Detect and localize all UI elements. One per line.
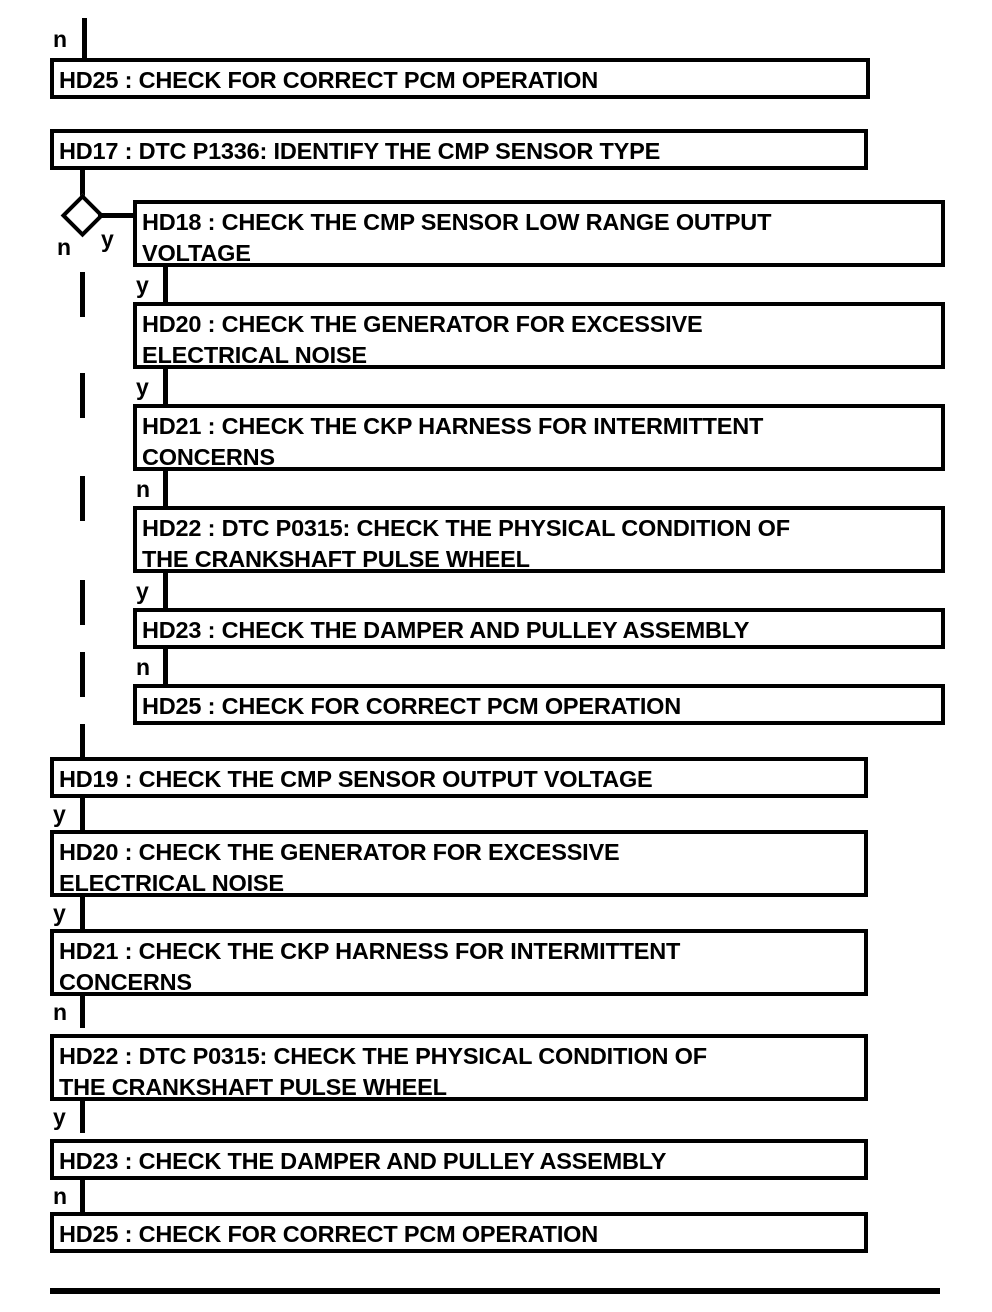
connector-hd17-to-decision [80, 170, 85, 201]
node-hd22-lower[interactable]: HD22 : DTC P0315: CHECK THE PHYSICAL CON… [50, 1034, 868, 1101]
connector-hd21b-to-hd22 [80, 996, 85, 1028]
connector-hd20b-to-hd21 [80, 897, 85, 929]
spine-segment-2 [80, 373, 85, 418]
edge-label-hd18-hd20: y [136, 272, 149, 298]
connector-top-into-hd25 [82, 18, 87, 58]
connector-hd22-to-hd23 [163, 573, 168, 608]
connector-decision-yes [98, 213, 138, 218]
node-hd25-upper[interactable]: HD25 : CHECK FOR CORRECT PCM OPERATION [133, 684, 945, 725]
edge-label-hd21-hd22: n [136, 476, 151, 502]
node-hd18[interactable]: HD18 : CHECK THE CMP SENSOR LOW RANGE OU… [133, 200, 945, 267]
node-hd21-lower[interactable]: HD21 : CHECK THE CKP HARNESS FOR INTERMI… [50, 929, 868, 996]
node-hd17[interactable]: HD17 : DTC P1336: IDENTIFY THE CMP SENSO… [50, 129, 868, 170]
node-hd20-upper[interactable]: HD20 : CHECK THE GENERATOR FOR EXCESSIVE… [133, 302, 945, 369]
spine-segment-5 [80, 652, 85, 697]
node-hd25-lower[interactable]: HD25 : CHECK FOR CORRECT PCM OPERATION [50, 1212, 868, 1253]
edge-label-decision-n: n [57, 234, 72, 260]
connector-hd19-to-hd20 [80, 798, 85, 830]
node-hd25-top[interactable]: HD25 : CHECK FOR CORRECT PCM OPERATION [50, 58, 870, 99]
edge-label-hd23-hd25: n [136, 654, 151, 680]
edge-label-hd22-hd23: y [136, 578, 149, 604]
edge-label-decision-y: y [101, 226, 114, 252]
connector-hd23-to-hd25 [163, 649, 168, 684]
bottom-divider [50, 1288, 940, 1294]
node-hd23-lower[interactable]: HD23 : CHECK THE DAMPER AND PULLEY ASSEM… [50, 1139, 868, 1180]
spine-segment-1 [80, 272, 85, 317]
spine-segment-3 [80, 476, 85, 521]
edge-label-hd22b-hd23: y [53, 1104, 66, 1130]
edge-label-hd21b-hd22: n [53, 999, 68, 1025]
spine-segment-4 [80, 580, 85, 625]
edge-label-top-n: n [53, 26, 68, 52]
connector-hd18-to-hd20 [163, 267, 168, 302]
edge-label-hd23b-hd25: n [53, 1183, 68, 1209]
node-hd22-upper[interactable]: HD22 : DTC P0315: CHECK THE PHYSICAL CON… [133, 506, 945, 573]
spine-segment-6 [80, 724, 85, 769]
node-hd19[interactable]: HD19 : CHECK THE CMP SENSOR OUTPUT VOLTA… [50, 757, 868, 798]
node-hd21-upper[interactable]: HD21 : CHECK THE CKP HARNESS FOR INTERMI… [133, 404, 945, 471]
connector-hd21-to-hd22 [163, 471, 168, 506]
connector-hd20-to-hd21 [163, 369, 168, 404]
connector-hd22b-to-hd23 [80, 1101, 85, 1133]
node-hd20-lower[interactable]: HD20 : CHECK THE GENERATOR FOR EXCESSIVE… [50, 830, 868, 897]
connector-hd23b-to-hd25 [80, 1180, 85, 1212]
node-hd23-upper[interactable]: HD23 : CHECK THE DAMPER AND PULLEY ASSEM… [133, 608, 945, 649]
edge-label-hd19-hd20: y [53, 801, 66, 827]
edge-label-hd20-hd21: y [136, 374, 149, 400]
edge-label-hd20b-hd21: y [53, 900, 66, 926]
